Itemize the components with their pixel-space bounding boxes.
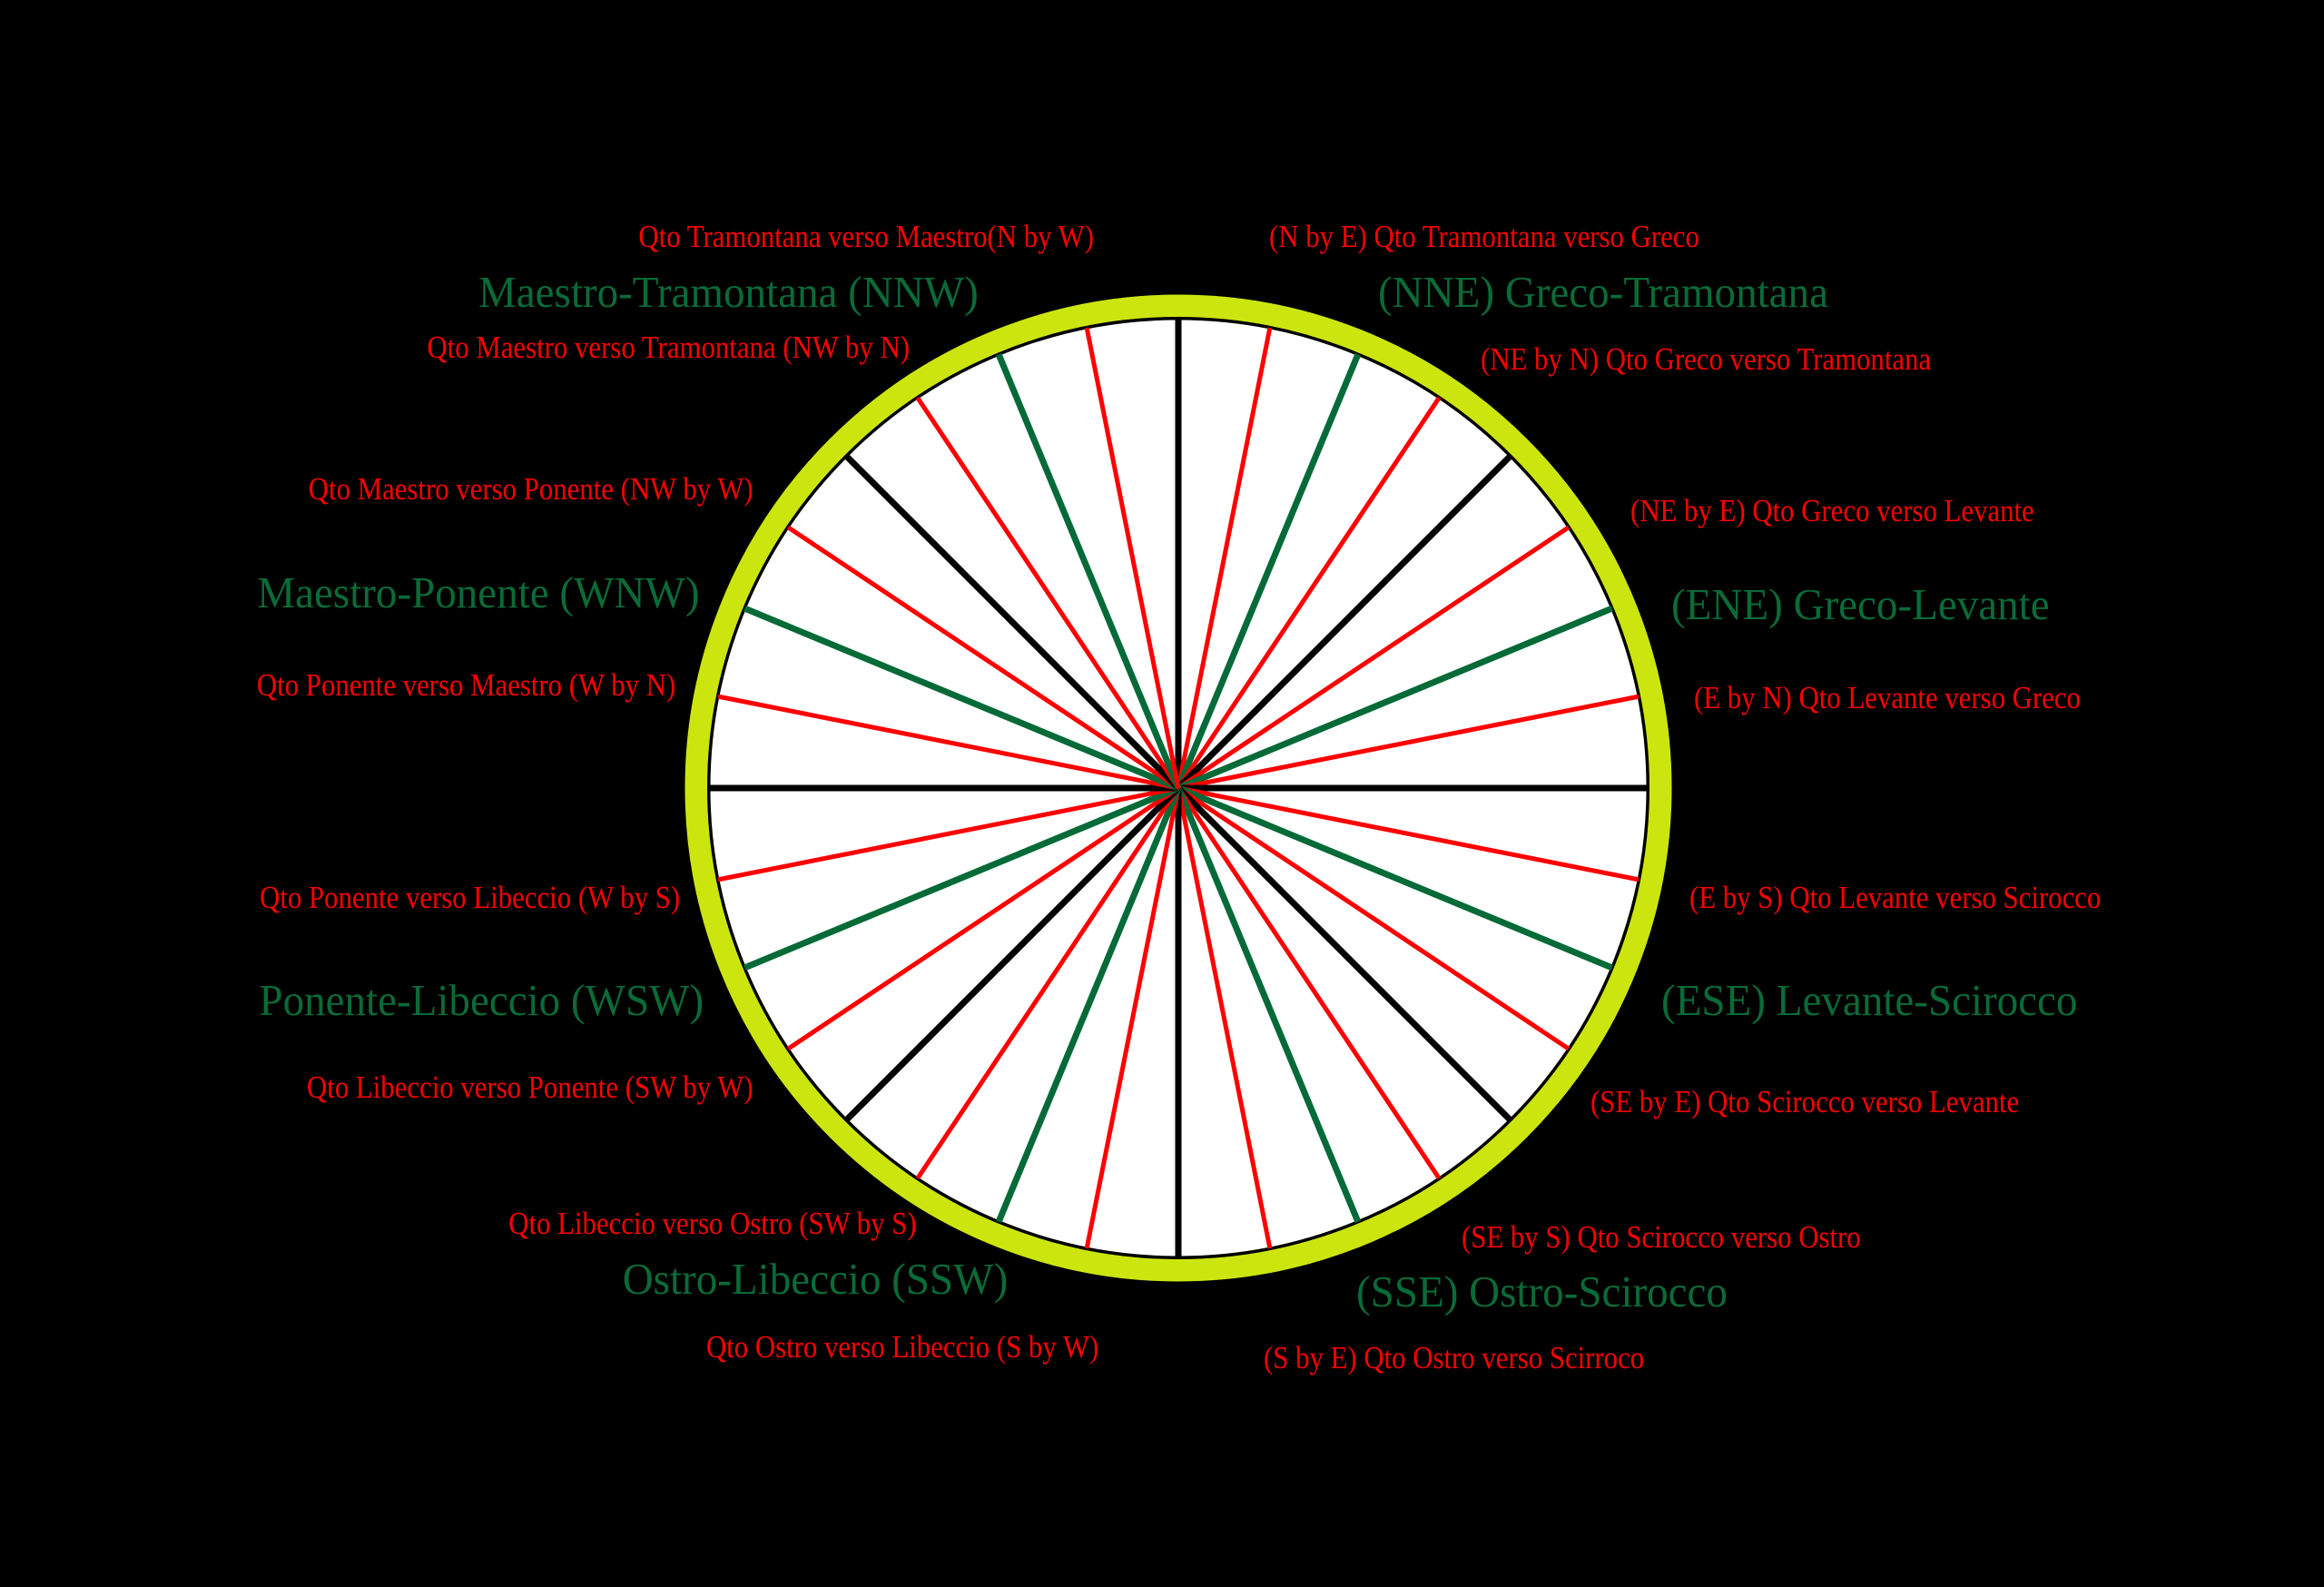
compass-point-label-quarter-left-11: Qto Ostro verso Libeccio (S by W) bbox=[705, 1329, 1098, 1365]
compass-point-label-half-right-10: (SSE) Ostro-Scirocco bbox=[1356, 1267, 1728, 1316]
rhumb-line-quarter-wind bbox=[1176, 787, 1273, 1249]
compass-point-label-quarter-left-2: Qto Maestro verso Tramontana (NW by N) bbox=[427, 330, 910, 365]
compass-point-label-quarter-left-0: Qto Tramontana verso Maestro(N by W) bbox=[638, 219, 1094, 254]
compass-ring-outer-edge bbox=[682, 291, 1675, 1285]
compass-point-label-quarter-right-11: (S by E) Qto Ostro verso Scirroco bbox=[1264, 1340, 1645, 1375]
compass-point-label-quarter-left-5: Qto Ponente verso Maestro (W by N) bbox=[256, 667, 675, 703]
rhumb-line-quarter-wind bbox=[1084, 327, 1181, 789]
rhumb-line-quarter-wind bbox=[717, 785, 1179, 882]
rhumb-line-cardinal bbox=[1176, 453, 1513, 791]
wheel-group bbox=[682, 291, 1675, 1285]
rhumb-line-half-wind bbox=[995, 786, 1182, 1223]
compass-point-label-half-right-1: (NNE) Greco-Tramontana bbox=[1378, 267, 1828, 317]
compass-point-label-half-left-7: Ponente-Libeccio (WSW) bbox=[259, 975, 704, 1025]
rhumb-line-quarter-wind bbox=[915, 786, 1181, 1180]
rhumb-line-half-wind bbox=[1175, 353, 1362, 790]
rhumb-line-quarter-wind bbox=[1177, 525, 1571, 791]
compass-point-label-quarter-right-8: (SE by E) Qto Scirocco verso Levante bbox=[1590, 1084, 2020, 1119]
rhumb-line-quarter-wind bbox=[1176, 327, 1273, 789]
rhumb-line-cardinal bbox=[1176, 785, 1513, 1123]
rhumb-line-quarter-wind bbox=[786, 525, 1180, 791]
rhumb-line-cardinal bbox=[843, 453, 1181, 791]
compass-point-label-quarter-left-3: Qto Maestro verso Ponente (NW by W) bbox=[309, 471, 753, 507]
rhumb-line-half-wind bbox=[1177, 784, 1613, 971]
compass-point-label-quarter-right-6: (E by S) Qto Levante verso Scirocco bbox=[1689, 880, 2102, 915]
compass-point-label-quarter-left-8: Qto Libeccio verso Ponente (SW by W) bbox=[307, 1070, 753, 1105]
compass-point-label-half-left-1: Maestro-Tramontana (NNW) bbox=[478, 267, 979, 317]
compass-point-label-quarter-left-6: Qto Ponente verso Libeccio (W by S) bbox=[259, 880, 680, 915]
compass-point-label-quarter-right-2: (NE by N) Qto Greco verso Tramontana bbox=[1481, 341, 1932, 377]
rhumb-line-half-wind bbox=[1175, 786, 1362, 1223]
rhumb-line-quarter-wind bbox=[1177, 785, 1571, 1051]
rhumb-line-quarter-wind bbox=[786, 785, 1180, 1051]
compass-point-label-quarter-left-9: Qto Libeccio verso Ostro (SW by S) bbox=[508, 1206, 917, 1241]
compass-point-label-quarter-right-9: (SE by S) Qto Scirocco verso Ostro bbox=[1462, 1219, 1861, 1255]
rhumb-line-quarter-wind bbox=[1084, 787, 1181, 1249]
rhumb-line-half-wind bbox=[743, 784, 1180, 971]
compass-point-label-quarter-right-0: (N by E) Qto Tramontana verso Greco bbox=[1269, 219, 1699, 254]
rhumb-line-cardinal bbox=[843, 785, 1181, 1123]
rhumb-line-quarter-wind bbox=[1176, 786, 1442, 1180]
compass-point-label-half-left-10: Ostro-Libeccio (SSW) bbox=[622, 1254, 1008, 1304]
rhumb-line-quarter-wind bbox=[717, 694, 1179, 791]
rhumb-line-quarter-wind bbox=[1176, 396, 1442, 790]
compass-point-label-quarter-right-3: (NE by E) Qto Greco verso Levante bbox=[1630, 493, 2034, 528]
rhumb-line-quarter-wind bbox=[1177, 694, 1640, 791]
compass-outer-ring bbox=[684, 293, 1673, 1283]
compass-point-label-half-right-4: (ENE) Greco-Levante bbox=[1671, 579, 2050, 629]
rhumb-line-quarter-wind bbox=[1177, 785, 1640, 882]
rhumb-line-quarter-wind bbox=[915, 396, 1181, 790]
rhumb-line-half-wind bbox=[743, 605, 1180, 792]
compass-point-label-half-left-4: Maestro-Ponente (WNW) bbox=[257, 567, 700, 617]
compass-point-label-half-right-7: (ESE) Levante-Scirocco bbox=[1661, 975, 2078, 1025]
rhumb-line-half-wind bbox=[995, 353, 1182, 790]
rhumb-line-half-wind bbox=[1177, 605, 1613, 792]
compass-point-label-quarter-right-5: (E by N) Qto Levante verso Greco bbox=[1694, 680, 2081, 715]
